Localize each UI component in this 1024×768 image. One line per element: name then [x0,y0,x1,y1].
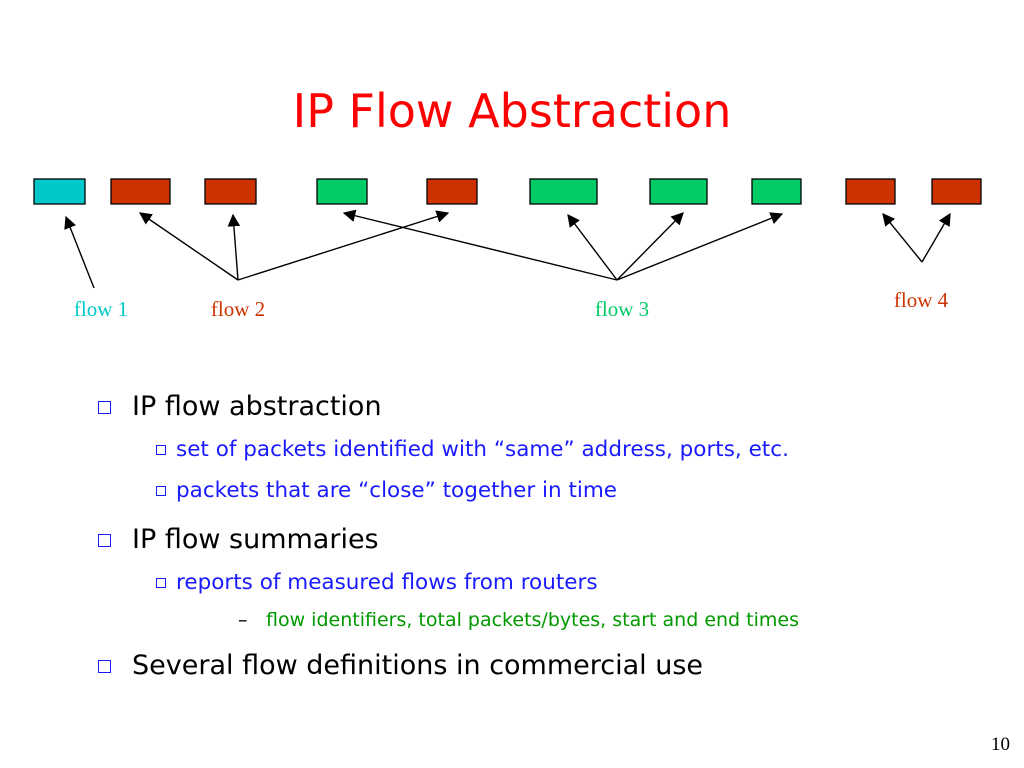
packet-flow-4 [845,178,896,205]
slide-title: IP Flow Abstraction [292,84,732,138]
flow-4-arrow [882,213,923,263]
flow-3-arrow [616,212,684,281]
bullet-text: IP flow abstraction [132,391,382,422]
bullet-item: IP flow summaries reports of measured flo… [92,521,992,637]
sub-bullet-text: reports of measured flows from routers [176,570,598,595]
flow-2-label: flow 2 [211,297,265,321]
packet-flow-3 [751,178,802,205]
packet-flow-3 [316,178,368,205]
sub-sub-bullet-list: –flow identifiers, total packets/bytes, … [176,603,992,637]
packet-flow-2 [110,178,171,205]
flow-3-arrow [616,212,784,281]
bullet-item: Several flow definitions in commercial u… [92,647,992,685]
packet-flow-3 [649,178,708,205]
flow-1-label: flow 1 [74,297,128,321]
packet-flow-4 [931,178,982,205]
sub-bullet-list: set of packets identified with “same” ad… [132,429,992,511]
dash-bullet-icon: – [238,609,248,631]
packet-flow-2 [426,178,478,205]
flow-2-arrow [138,212,239,281]
flow-2-arrow [237,210,450,281]
sub-bullet-text: set of packets identified with “same” ad… [176,437,789,462]
bullet-item: IP flow abstraction set of packets identi… [92,388,992,511]
packet-flow-3 [529,178,598,205]
sub-bullet-item: set of packets identified with “same” ad… [132,429,992,470]
bullet-text: IP flow summaries [132,524,379,555]
sub-bullet-item: reports of measured flows from routers –f… [132,562,992,637]
packet-flow-1 [33,178,86,205]
sub-sub-bullet-text: flow identifiers, total packets/bytes, s… [266,609,799,631]
flow-diagram: flow 1 flow 2 flow 3 flow 4 [33,178,982,321]
flow-4-arrow [921,212,951,263]
page-number: 10 [991,734,1010,755]
square-bullet-icon [156,578,166,588]
sub-sub-bullet-item: –flow identifiers, total packets/bytes, … [176,603,992,637]
bullet-list: IP flow abstraction set of packets identi… [92,380,992,685]
flow-3-arrow [567,213,618,281]
square-bullet-icon [156,445,166,455]
square-bullet-icon [98,534,111,547]
square-bullet-icon [98,660,111,673]
flow-3-arrow [342,209,618,281]
square-bullet-icon [156,486,166,496]
bullet-text: Several flow definitions in commercial u… [132,650,704,681]
sub-bullet-list: reports of measured flows from routers –f… [132,562,992,637]
packet-flow-2 [204,178,257,205]
square-bullet-icon [98,401,111,414]
sub-bullet-text: packets that are “close” together in tim… [176,478,618,503]
flow-3-label: flow 3 [595,297,649,321]
flow-1-arrow [64,215,95,289]
sub-bullet-item: packets that are “close” together in tim… [132,470,992,511]
flow-2-arrow [227,213,241,281]
flow-4-label: flow 4 [894,288,949,312]
